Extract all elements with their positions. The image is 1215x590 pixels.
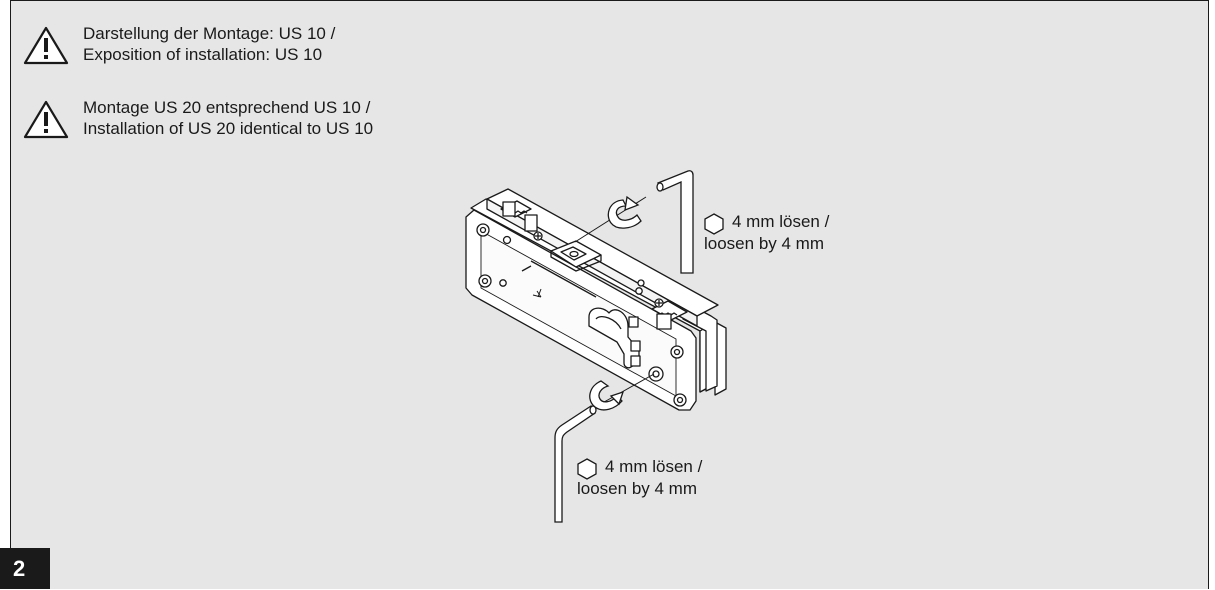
warning-note-2: Montage US 20 entsprechend US 10 / Insta… (23, 98, 374, 139)
step-number-badge: 2 (0, 548, 50, 589)
gear-mechanism-bottom (651, 298, 688, 330)
latch-recesses (628, 316, 641, 367)
hex-key-bottom (554, 373, 655, 523)
label-top-line-2: loosen by 4 mm (704, 234, 824, 253)
label-bottom-line-1: 4 mm lösen / (605, 457, 703, 476)
warning-icon (23, 100, 69, 139)
note-2-line-2: Installation of US 20 identical to US 10 (83, 119, 374, 138)
gear-mechanism-top (500, 200, 543, 241)
central-slide (530, 240, 645, 298)
rotation-arrow-top (607, 195, 642, 229)
lock-case-drawing (465, 170, 727, 523)
hex-size-label-top: 4 mm lösen / loosen by 4 mm (704, 212, 830, 255)
hex-size-label-bottom: 4 mm lösen / loosen by 4 mm (577, 457, 703, 500)
label-top-line-1: 4 mm lösen / (732, 212, 830, 231)
warning-note-1: Darstellung der Montage: US 10 / Exposit… (23, 24, 336, 65)
instruction-panel: Darstellung der Montage: US 10 / Exposit… (10, 0, 1209, 589)
hex-key-top (574, 170, 694, 274)
hexagon-icon (577, 458, 597, 480)
warning-icon (23, 26, 69, 65)
mounting-holes (476, 223, 687, 407)
top-rail (486, 188, 719, 327)
note-1-line-1: Darstellung der Montage: US 10 / (83, 24, 336, 43)
cylinder-cutout (588, 307, 640, 369)
label-bottom-line-2: loosen by 4 mm (577, 479, 697, 498)
note-2-line-1: Montage US 20 entsprechend US 10 / (83, 98, 371, 117)
rotation-arrow-bottom (589, 380, 625, 411)
hexagon-icon (704, 213, 724, 235)
note-1-line-2: Exposition of installation: US 10 (83, 45, 323, 64)
